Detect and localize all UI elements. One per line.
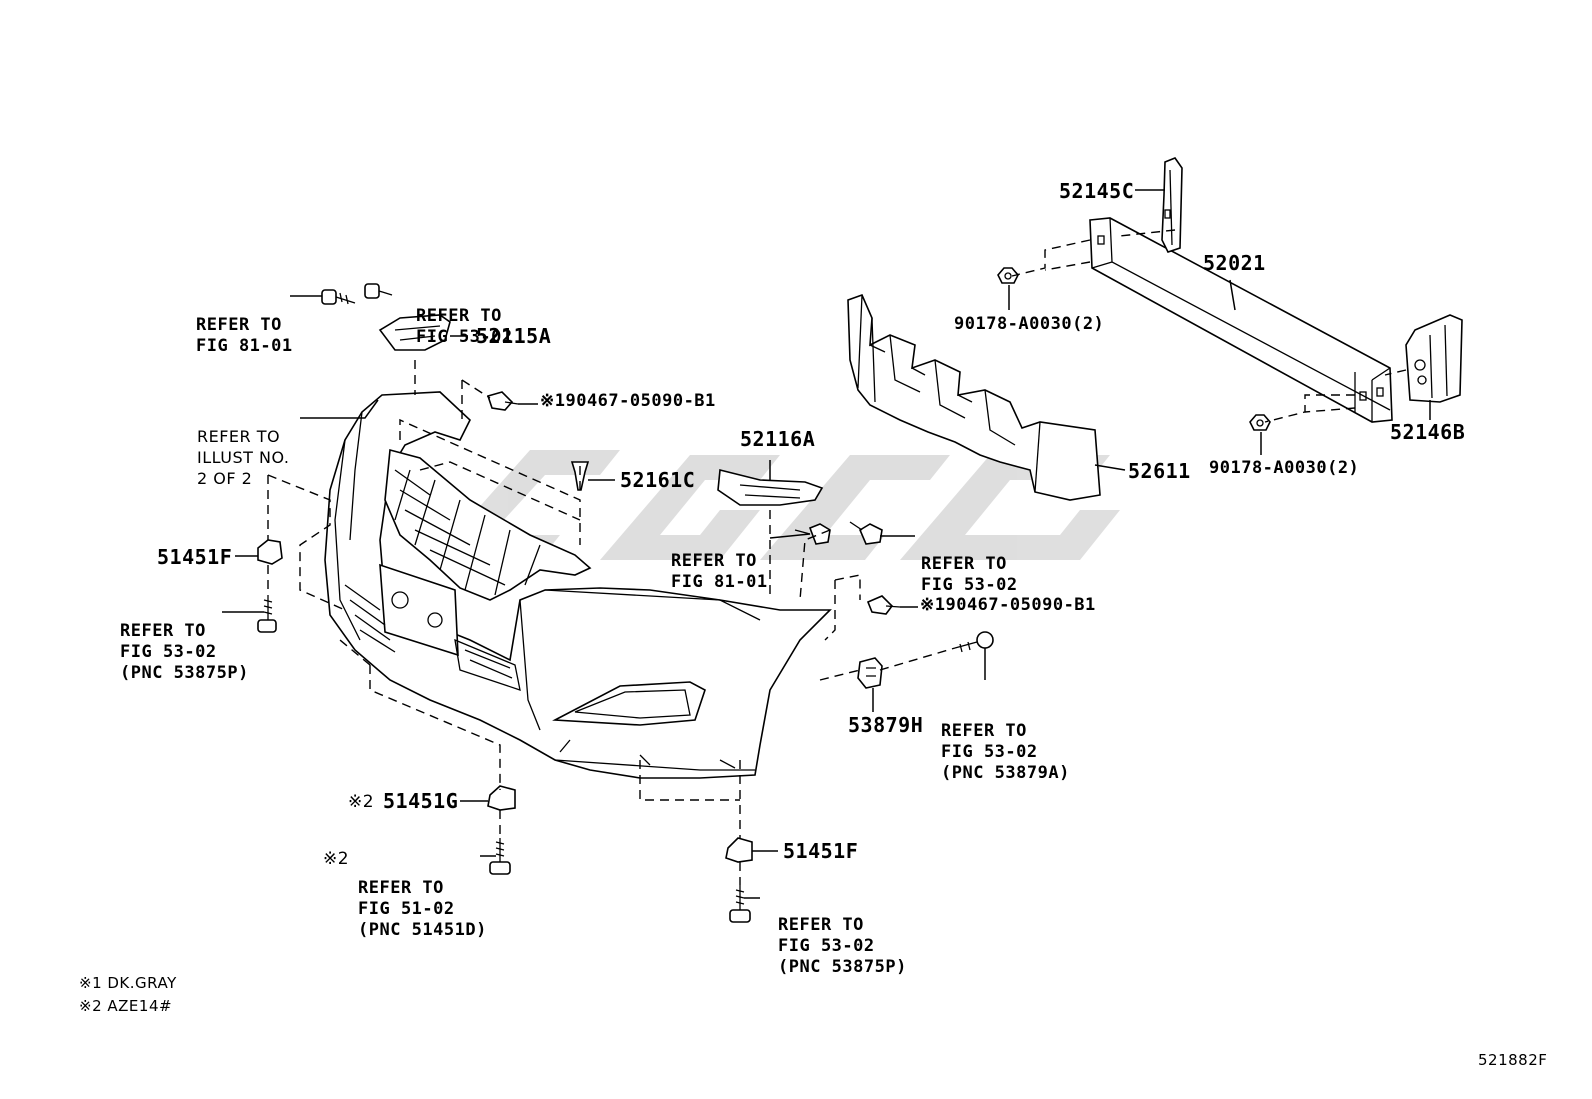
label-51451g-mark: ※2	[348, 792, 375, 812]
bolt-fig5302-top	[364, 283, 393, 299]
bracket-52115a	[378, 314, 451, 351]
clip-90467-mid	[866, 595, 901, 615]
label-51451f-left: 51451F	[157, 545, 233, 569]
label-51451g: 51451G	[383, 789, 459, 813]
label-52145c: 52145C	[1059, 179, 1135, 203]
label-51451f-bottom: 51451F	[783, 839, 859, 863]
bracket-52145c	[1161, 157, 1183, 253]
screw-53879a	[954, 631, 994, 653]
retainer-51451f-left	[257, 539, 283, 565]
nut-90178-right	[1249, 414, 1271, 431]
retainer-51451g	[487, 785, 516, 811]
bracket-52116a	[717, 468, 824, 506]
label-52161c: 52161C	[620, 468, 696, 492]
label-53879h: 53879H	[848, 713, 924, 737]
label-52116a: 52116A	[740, 427, 816, 451]
label-90467-mid: ※190467-05090-B1	[920, 595, 1096, 615]
label-90467-top: ※190467-05090-B1	[540, 391, 716, 411]
figure-id: 521882F	[1478, 1051, 1548, 1069]
ref-51451d-mark: ※2	[323, 849, 350, 869]
note-aze14: ※2 AZE14#	[79, 997, 173, 1015]
retainer-51451f-bottom	[725, 837, 753, 863]
label-90178-left: 90178-A0030(2)	[954, 314, 1105, 334]
screw-51451d	[489, 838, 511, 875]
label-52611: 52611	[1128, 459, 1191, 483]
label-52146b: 52146B	[1390, 420, 1466, 444]
bolt-fig8101-top	[321, 289, 356, 305]
energy-absorber	[847, 293, 1101, 501]
clip-90467-top	[486, 391, 519, 411]
bumper-cover	[324, 391, 832, 779]
bolt-fig8101-mid	[794, 523, 831, 545]
screw-53875p-left	[257, 595, 277, 633]
note-dk-gray: ※1 DK.GRAY	[79, 974, 177, 992]
retainer-53879h	[857, 657, 883, 689]
label-52021: 52021	[1203, 251, 1266, 275]
reinforcement-beam	[1089, 217, 1393, 423]
screw-53875p-bottom	[729, 885, 751, 923]
clip-52161c	[570, 461, 590, 491]
label-90178-right: 90178-A0030(2)	[1209, 458, 1360, 478]
bracket-52146b	[1405, 314, 1463, 403]
bolt-fig5302-mid	[849, 521, 883, 545]
label-52115a: 52115A	[476, 324, 552, 348]
